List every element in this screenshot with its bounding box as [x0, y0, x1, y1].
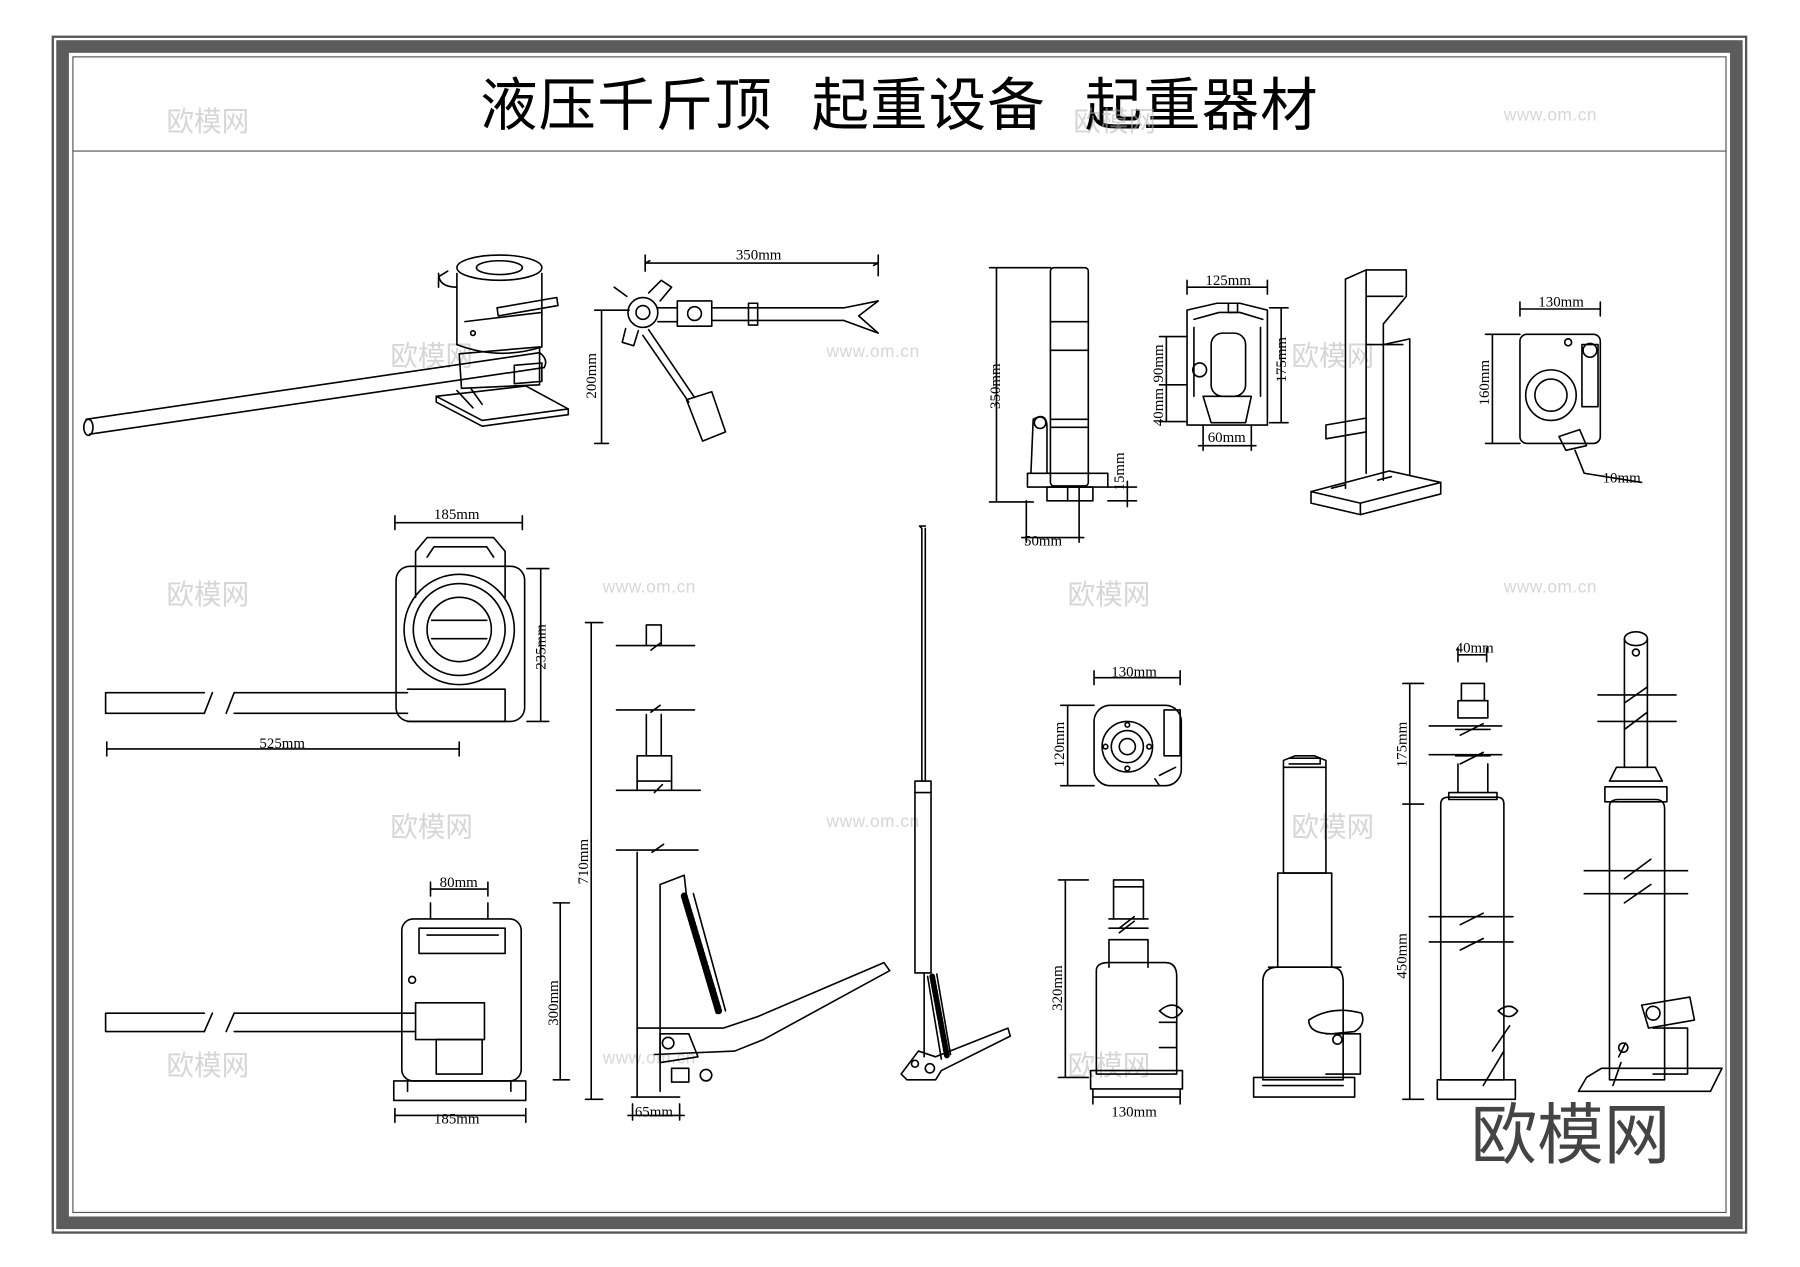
extension-jack-elevation-2	[1577, 630, 1723, 1093]
dim-label: 450mm	[1394, 933, 1410, 979]
dim-label: 50mm	[1024, 534, 1062, 550]
dim-label: 15mm	[1112, 452, 1128, 491]
dim-label: 90mm	[1151, 344, 1167, 383]
dim-label: 80mm	[440, 875, 478, 891]
dim-label: 235mm	[533, 624, 549, 670]
dim-label: 40mm	[1151, 388, 1167, 427]
pump-rod-assembly	[900, 525, 1012, 1081]
jack-plan-view: 130mm 160mm 10mm	[1477, 295, 1643, 486]
jack-front-view: 80mm 300mm 185mm	[104, 875, 571, 1127]
dim-label: 200mm	[584, 353, 600, 399]
dim-label: 185mm	[434, 507, 480, 523]
dim-label: 130mm	[1111, 665, 1157, 681]
dim-label: 10mm	[1603, 470, 1641, 486]
tall-jack-elevation	[1252, 755, 1364, 1098]
jack-top-view: 185mm 235mm 525mm	[104, 507, 550, 757]
title-divider	[72, 150, 1727, 152]
dim-label: 130mm	[1111, 1105, 1157, 1121]
dim-label: 185mm	[434, 1111, 480, 1127]
dim-label: 160mm	[1477, 360, 1493, 406]
jack-with-handle-iso	[83, 254, 570, 437]
dim-label: 40mm	[1456, 640, 1494, 656]
dim-label: 130mm	[1538, 295, 1584, 311]
dim-label: 710mm	[576, 839, 592, 885]
frame-outer	[51, 35, 1748, 1234]
jack-side-elevation: 350mm 15mm 50mm	[988, 266, 1138, 550]
dim-label: 175mm	[1274, 337, 1290, 383]
drawing-title: 液压千斤顶 起重设备 起重器材	[480, 72, 1319, 139]
dim-label: 350mm	[988, 363, 1004, 409]
dim-label: 350mm	[736, 248, 782, 264]
frame-inner	[72, 56, 1727, 1214]
dim-label: 65mm	[635, 1105, 673, 1121]
jack-body-iso	[1310, 269, 1442, 516]
dim-label: 320mm	[1050, 965, 1066, 1011]
jack-front-elevation: 125mm 90mm 40mm 175mm 60mm	[1151, 273, 1290, 452]
brand-logo: 欧模网	[1470, 1095, 1671, 1174]
dim-label: 120mm	[1052, 721, 1068, 767]
small-jack-elevation: 320mm 130mm	[1050, 879, 1184, 1121]
dim-label: 175mm	[1394, 721, 1410, 767]
dim-label: 60mm	[1208, 430, 1246, 446]
dim-label: 525mm	[259, 736, 305, 752]
pump-lever-assembly: 710mm 65mm	[576, 621, 891, 1121]
frame-border	[56, 40, 1743, 1230]
handle-top-view: 350mm 200mm	[584, 248, 880, 445]
extension-jack-elevation: 40mm 175mm 450mm	[1394, 640, 1519, 1101]
small-jack-top-view: 130mm 120mm	[1052, 665, 1183, 787]
dim-label: 125mm	[1205, 273, 1251, 289]
dim-label: 300mm	[546, 980, 562, 1026]
